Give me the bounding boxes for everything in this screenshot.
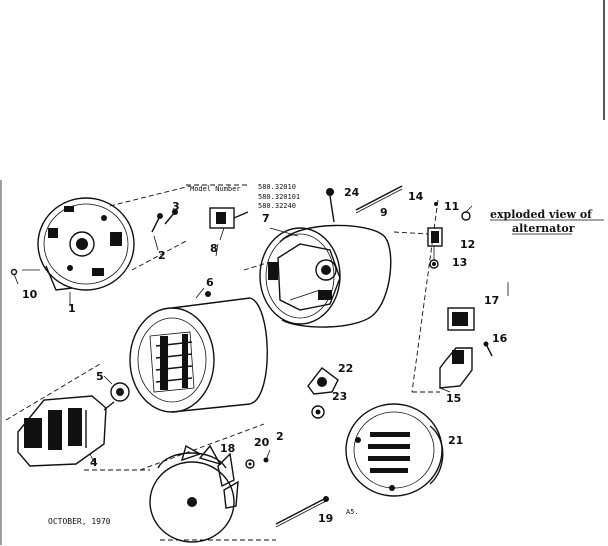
callout-5: 5 [96,370,104,383]
callout-10: 10 [22,288,38,301]
brush-holder-part [427,202,473,269]
bearing-part [110,382,130,402]
small-screw-part [10,268,19,285]
callout-2b: 2 [276,430,284,443]
callout-21: 21 [448,434,463,447]
rectifier-part [209,207,249,241]
cover-part [345,403,444,497]
callout-4: 4 [90,456,98,469]
model-number-2: 580.320101 [258,193,300,201]
title-line-1: exploded view of [490,208,593,221]
callout-11: 11 [444,200,459,213]
through-bolt-part [326,185,403,223]
washer-part [311,405,325,419]
leader [103,375,113,385]
callout-1: 1 [68,302,76,315]
guide-line [393,231,429,235]
callout-22: 22 [338,362,353,375]
callout-16: 16 [492,332,508,345]
terminal-screw-part [483,341,493,357]
regulator-part [447,307,475,331]
callout-14: 14 [408,190,424,203]
model-number-1: 580.32010 [258,183,296,191]
guide-line [5,363,101,421]
callout-2: 2 [158,249,166,262]
screw-part [151,209,178,233]
title-line-2: alternator [512,222,575,235]
rotor-part [17,395,115,467]
model-number-label: Model Number [190,185,241,193]
guide-line [243,261,271,271]
callout-13: 13 [452,256,467,269]
bracket-part [439,347,473,393]
callout-8: 8 [210,242,218,255]
leader [153,235,159,251]
callout-6: 6 [206,276,214,289]
callout-15: 15 [446,392,461,405]
code-label: A5. [346,508,359,516]
callout-12: 12 [460,238,475,251]
model-number-3: 580.32240 [258,202,296,210]
callout-17: 17 [484,294,499,307]
leader [269,227,299,237]
stator-housing-part [259,224,392,328]
date-label: OCTOBER, 1970 [48,517,111,526]
end-bell-part [37,197,135,291]
callout-24: 24 [344,186,360,199]
callout-20: 20 [254,436,270,449]
callout-19: 19 [318,512,333,525]
nut-part [307,367,339,395]
leader [195,287,205,299]
callout-23: 23 [332,390,347,403]
callout-18: 18 [220,442,235,455]
leader [215,243,219,257]
callout-7: 7 [262,212,270,225]
guide-line [109,185,191,207]
callout-3: 3 [172,200,180,213]
guide-line [139,423,265,471]
stator-part [129,291,268,413]
guide-line [411,199,439,393]
long-bolt-part [275,496,329,528]
washer-small-part [245,449,271,469]
fan-part [149,444,239,543]
callout-9: 9 [380,206,388,219]
guide-line [131,239,189,271]
